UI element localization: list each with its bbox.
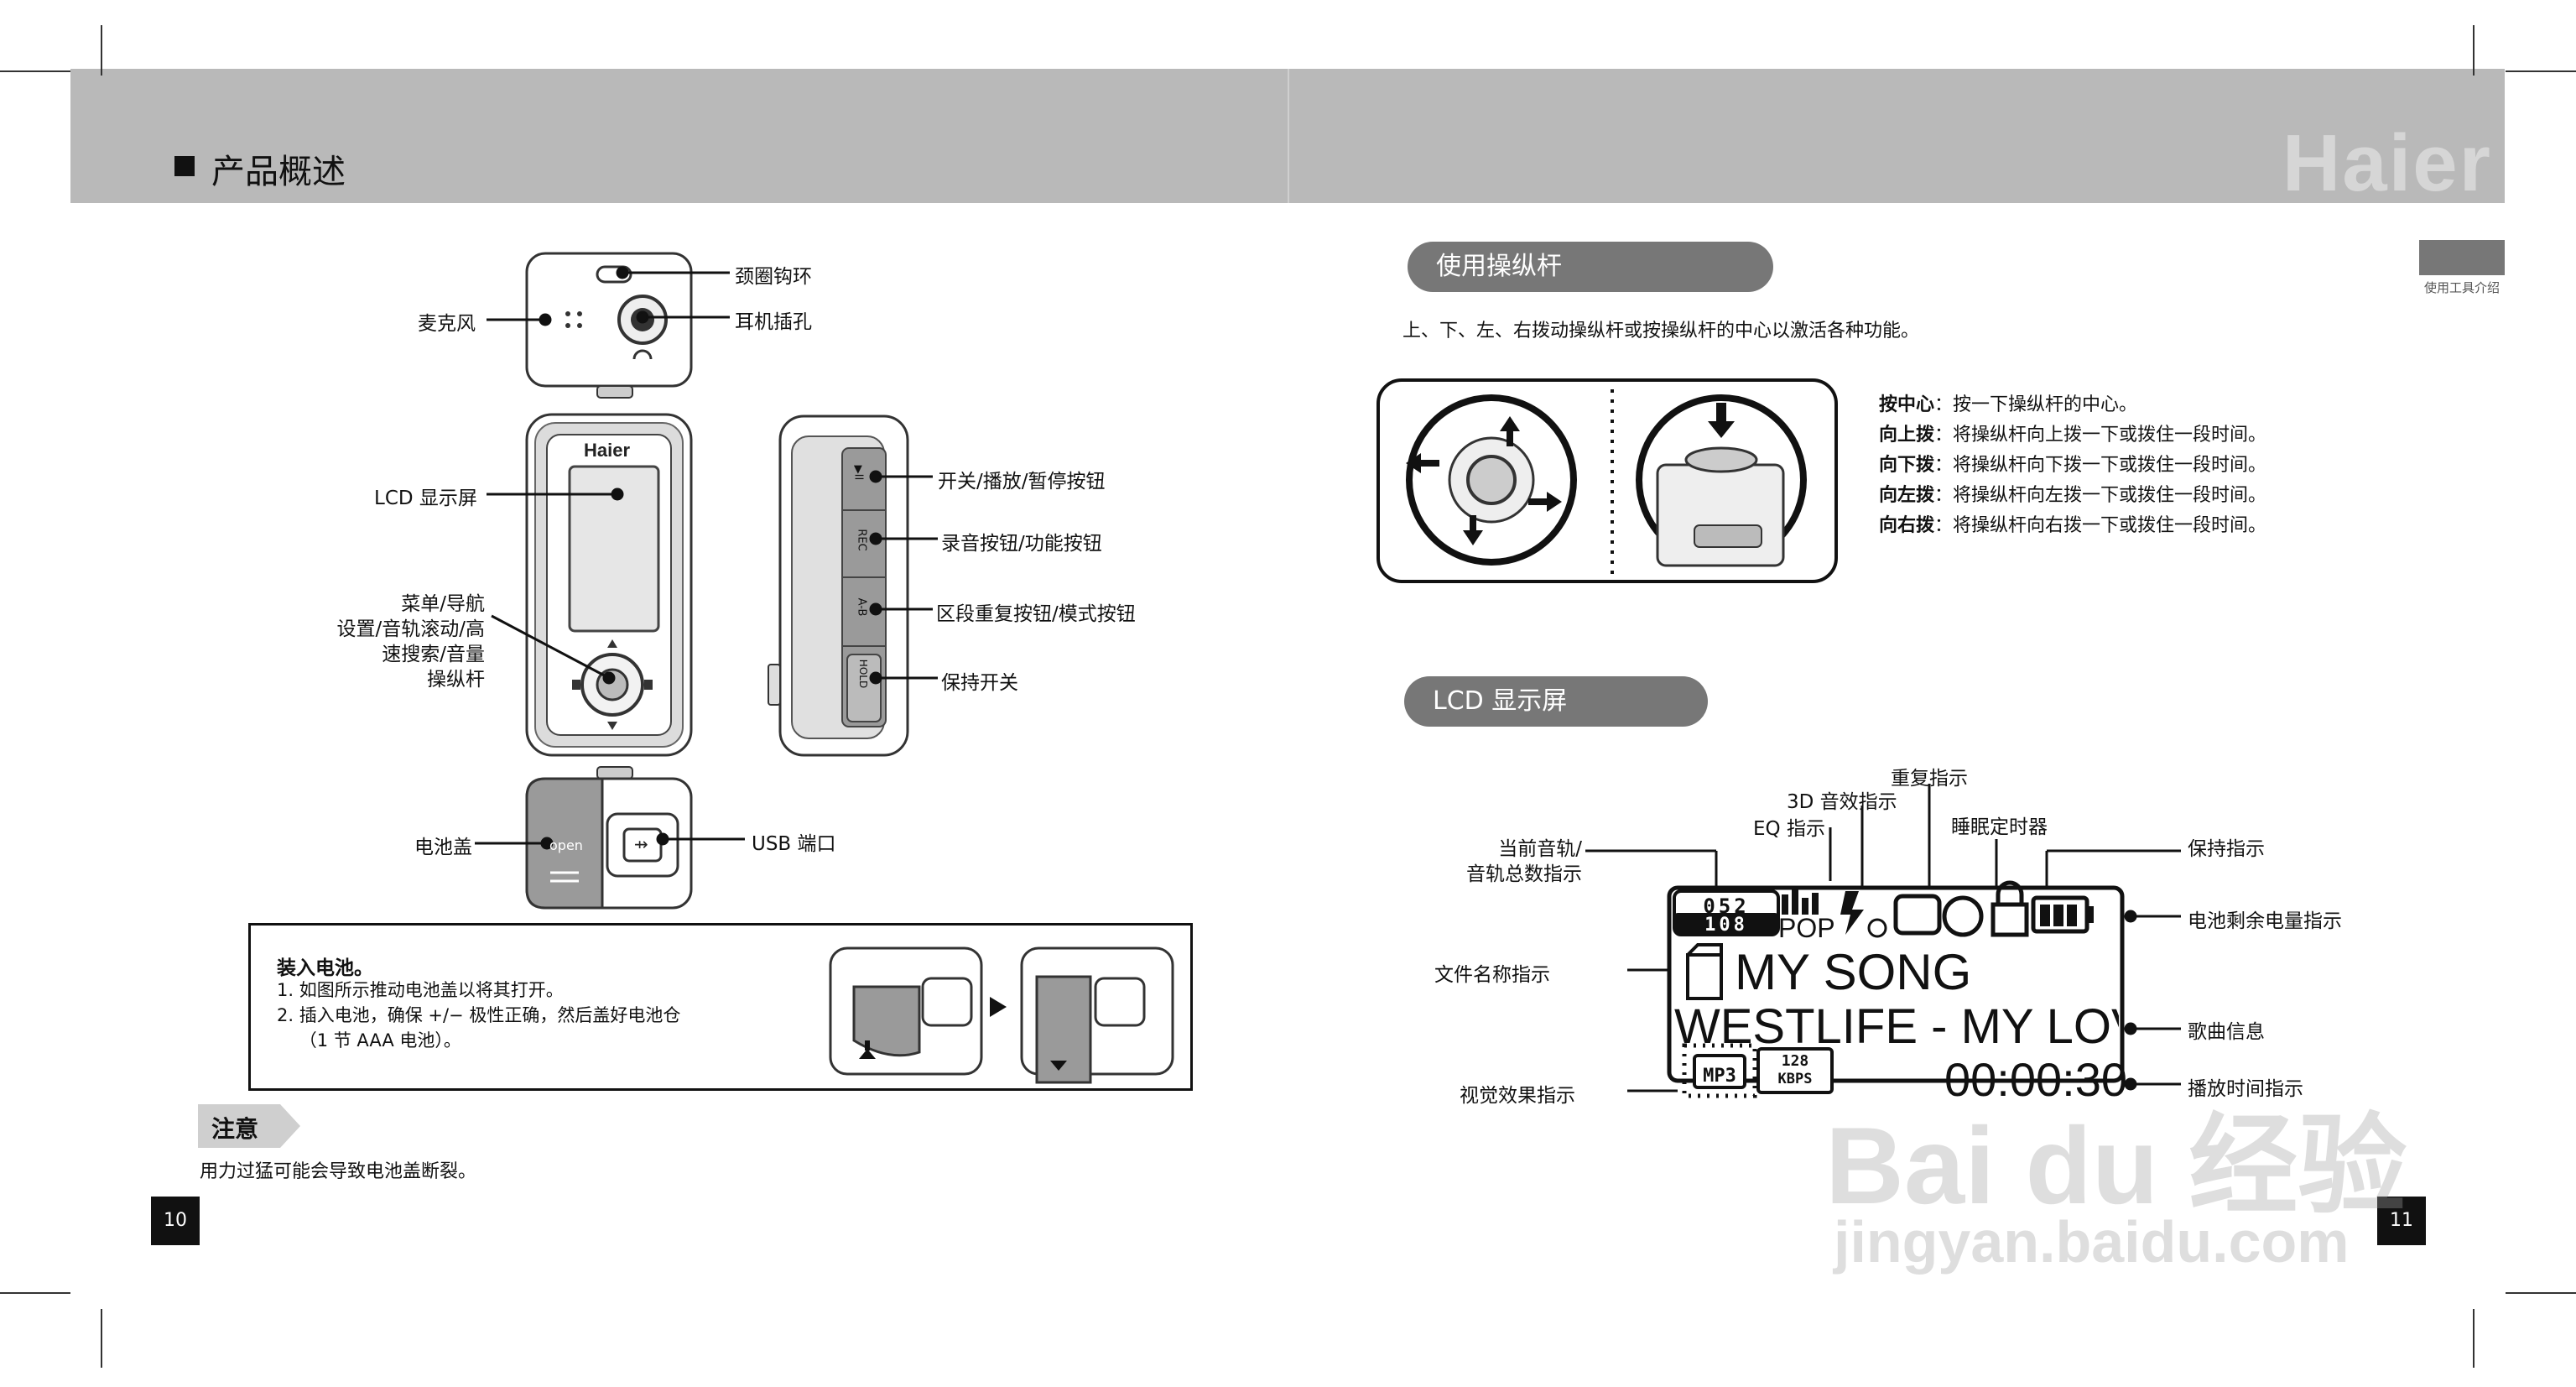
label-record-function: 录音按钮/功能按钮 (941, 533, 1102, 555)
lcd-label-battery: 电池剩余电量指示 (2188, 910, 2342, 932)
lcd-label-track-1: 当前音轨/ (1498, 838, 1582, 860)
lcd-label-time: 播放时间指示 (2188, 1078, 2303, 1100)
device-brand-mark: Haier (584, 440, 631, 461)
section-bullet-icon (174, 156, 195, 176)
lcd-label-track-2: 音轨总数指示 (1466, 863, 1582, 885)
label-ab-repeat-mode: 区段重复按钮/模式按钮 (936, 603, 1136, 625)
crop-mark (101, 1309, 102, 1368)
device-side-view (768, 415, 909, 757)
lcd-folder-name: MY SONG (1735, 944, 1972, 1000)
joystick-row-right: 向右拨：将操纵杆向右拨一下或拨住一段时间。 (1879, 515, 2267, 536)
label-usb-port: USB 端口 (752, 833, 836, 855)
battery-steps-illustration (829, 946, 1174, 1084)
battery-open-mark: open (549, 837, 583, 853)
lcd-label-folder: 文件名称指示 (1434, 964, 1550, 986)
joystick-diagram (1376, 378, 1838, 583)
lcd-label-song: 歌曲信息 (2188, 1021, 2265, 1043)
joystick-intro: 上、下、左、右拨动操纵杆或按操纵杆的中心以激活各种功能。 (1402, 321, 1920, 342)
crop-mark (101, 25, 102, 76)
label-lcd-screen: LCD 显示屏 (374, 488, 477, 509)
watermark-logo: Bai du 经验 (1825, 1104, 2407, 1227)
device-illustration (475, 252, 1174, 1084)
label-hold-switch: 保持开关 (941, 672, 1018, 694)
label-joystick-3: 速搜索/音量 (382, 644, 485, 665)
lcd-bitrate-bottom: KBPS (1777, 1071, 1813, 1087)
btn-rec-mark: REC (855, 529, 868, 551)
label-joystick-4: 操纵杆 (427, 669, 485, 691)
crop-mark (0, 1292, 70, 1294)
crop-mark (2506, 70, 2576, 72)
lcd-label-eq: EQ 指示 (1753, 818, 1825, 840)
crop-mark (2506, 1292, 2576, 1294)
side-tab-text: 使用工具介绍 (2423, 280, 2500, 295)
device-top-view (525, 252, 693, 399)
battery-step-3: （1 节 AAA 电池）。 (277, 1030, 461, 1051)
label-microphone: 麦克风 (418, 313, 476, 335)
battery-step-2: 2. 插入电池，确保 +/− 极性正确，然后盖好电池仓 (277, 1005, 681, 1025)
joystick-row-center: 按中心：按一下操纵杆的中心。 (1879, 394, 2138, 415)
lcd-label-hold: 保持指示 (2188, 838, 2265, 860)
joystick-section-title: 使用操纵杆 (1408, 242, 1773, 292)
brand-logo: Haier (2282, 118, 2492, 208)
watermark-url: jingyan.baidu.com (1834, 1209, 2350, 1275)
lcd-diagram (1585, 784, 2181, 1098)
label-power-play-pause: 开关/播放/暂停按钮 (938, 471, 1106, 493)
crop-mark (2473, 1309, 2475, 1368)
leader-lines (475, 266, 938, 850)
crop-mark (0, 70, 70, 72)
note-tag: 注意 (211, 1115, 259, 1143)
page-number-right: 11 (2377, 1197, 2426, 1245)
lcd-label-repeat: 重复指示 (1891, 768, 1968, 790)
crop-mark (2473, 25, 2475, 76)
usb-icon: ⇸ (634, 834, 648, 854)
lcd-eq-mode: POP (1778, 913, 1835, 943)
section-title: 产品概述 (211, 153, 346, 191)
note-tag-shape (198, 1104, 300, 1148)
battery-step-1: 1. 如图所示推动电池盖以将其打开。 (277, 980, 564, 1000)
lcd-label-sleep: 睡眠定时器 (1951, 816, 2048, 838)
joystick-row-up: 向上拨：将操纵杆向上拨一下或拨住一段时间。 (1879, 425, 2267, 446)
device-front-view (525, 413, 693, 757)
lcd-track-current: 052 (1703, 894, 1750, 918)
joystick-row-left: 向左拨：将操纵杆向左拨一下或拨住一段时间。 (1879, 485, 2267, 506)
label-joystick-2: 设置/音轨滚动/高 (336, 618, 486, 640)
btn-play-mark: ▶II (851, 465, 865, 481)
label-battery-cover: 电池盖 (414, 837, 472, 858)
battery-instruction-box (248, 923, 1193, 1091)
lcd-bitrate-top: 128 (1781, 1052, 1809, 1070)
lcd-song-info: WESTLIFE - MY LOVE (1674, 999, 2119, 1054)
lcd-label-visual: 视觉效果指示 (1460, 1085, 1575, 1107)
label-joystick-1: 菜单/导航 (401, 593, 485, 615)
battery-box-title: 装入电池。 (277, 957, 373, 979)
lcd-section-title: LCD 显示屏 (1404, 676, 1708, 727)
lcd-play-time: 00:00:30 (1944, 1053, 2127, 1106)
page-number-left: 10 (151, 1197, 200, 1245)
side-tab (2419, 240, 2505, 275)
page-divider (1288, 69, 1289, 203)
lcd-format: MP3 (1703, 1066, 1736, 1087)
btn-hold-mark: HOLD (857, 659, 870, 689)
note-text: 用力过猛可能会导致电池盖断裂。 (200, 1161, 477, 1182)
btn-ab-mark: A-B (855, 597, 868, 617)
lcd-label-3d: 3D 音效指示 (1787, 791, 1897, 813)
lcd-track-total: 108 (1704, 915, 1748, 936)
label-earphone-jack: 耳机插孔 (735, 311, 812, 333)
device-bottom-view (525, 766, 693, 910)
joystick-row-down: 向下拨：将操纵杆向下拨一下或拨住一段时间。 (1879, 455, 2267, 476)
label-neck-loop: 颈圈钩环 (735, 266, 812, 288)
